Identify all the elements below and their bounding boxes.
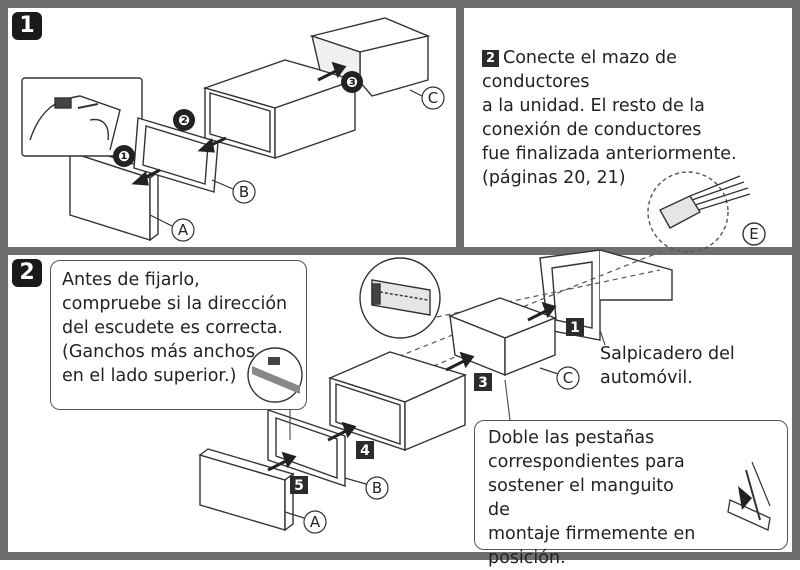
step2-marker-1: 1 bbox=[570, 320, 580, 336]
arrows-step2 bbox=[267, 301, 557, 472]
unit-body-1 bbox=[202, 59, 358, 159]
mounting-sleeve-c-2 bbox=[448, 297, 557, 377]
bend-tabs-text: Doble las pestañas correspondientes para… bbox=[488, 428, 696, 568]
dashboard-label: Salpicadero del automóvil. bbox=[600, 344, 735, 388]
step2-info-panel bbox=[464, 8, 792, 247]
marker-1: ❶ bbox=[118, 149, 130, 165]
hook-direction-text: Antes de fijarlo, compruebe si la direcc… bbox=[62, 270, 288, 386]
step1-markers: ❶ ❷ ❸ bbox=[113, 71, 363, 167]
unit-body-2 bbox=[328, 351, 467, 452]
release-detail-inset bbox=[21, 77, 143, 157]
step2-marker-5: 5 bbox=[294, 478, 304, 494]
part-c-label: C bbox=[428, 89, 438, 107]
faceplate-a-2 bbox=[198, 448, 295, 532]
step2-marker-4: 4 bbox=[360, 443, 370, 459]
arrows-step1 bbox=[131, 61, 347, 186]
part-c2-label: C bbox=[563, 369, 573, 387]
part-a2-label: A bbox=[310, 513, 321, 531]
part-e-label: E bbox=[749, 225, 758, 243]
part-b-label: B bbox=[239, 183, 249, 201]
dashboard-opening bbox=[539, 249, 673, 341]
marker-3: ❸ bbox=[346, 75, 358, 91]
step2-markers: 1 3 4 5 bbox=[290, 318, 584, 494]
escutcheon-b-2 bbox=[267, 409, 346, 487]
wiring-step-number: 2 bbox=[482, 50, 499, 67]
step2-badge: 2 bbox=[12, 259, 42, 287]
step2-marker-3: 3 bbox=[478, 375, 488, 391]
part-b2-label: B bbox=[372, 479, 382, 497]
callout-leaders bbox=[289, 329, 606, 440]
part-a-label: A bbox=[178, 221, 189, 239]
wiring-instruction-text: Conecte el mazo de conductores a la unid… bbox=[482, 48, 737, 188]
step2-part-labels bbox=[284, 366, 580, 534]
step1-badge: 1 bbox=[12, 12, 42, 40]
wire-connector-e bbox=[647, 171, 766, 253]
step1-part-labels bbox=[149, 86, 445, 242]
mounting-sleeve-c bbox=[309, 17, 431, 97]
hook-detail-inset bbox=[359, 257, 441, 339]
marker-2: ❷ bbox=[178, 113, 190, 129]
